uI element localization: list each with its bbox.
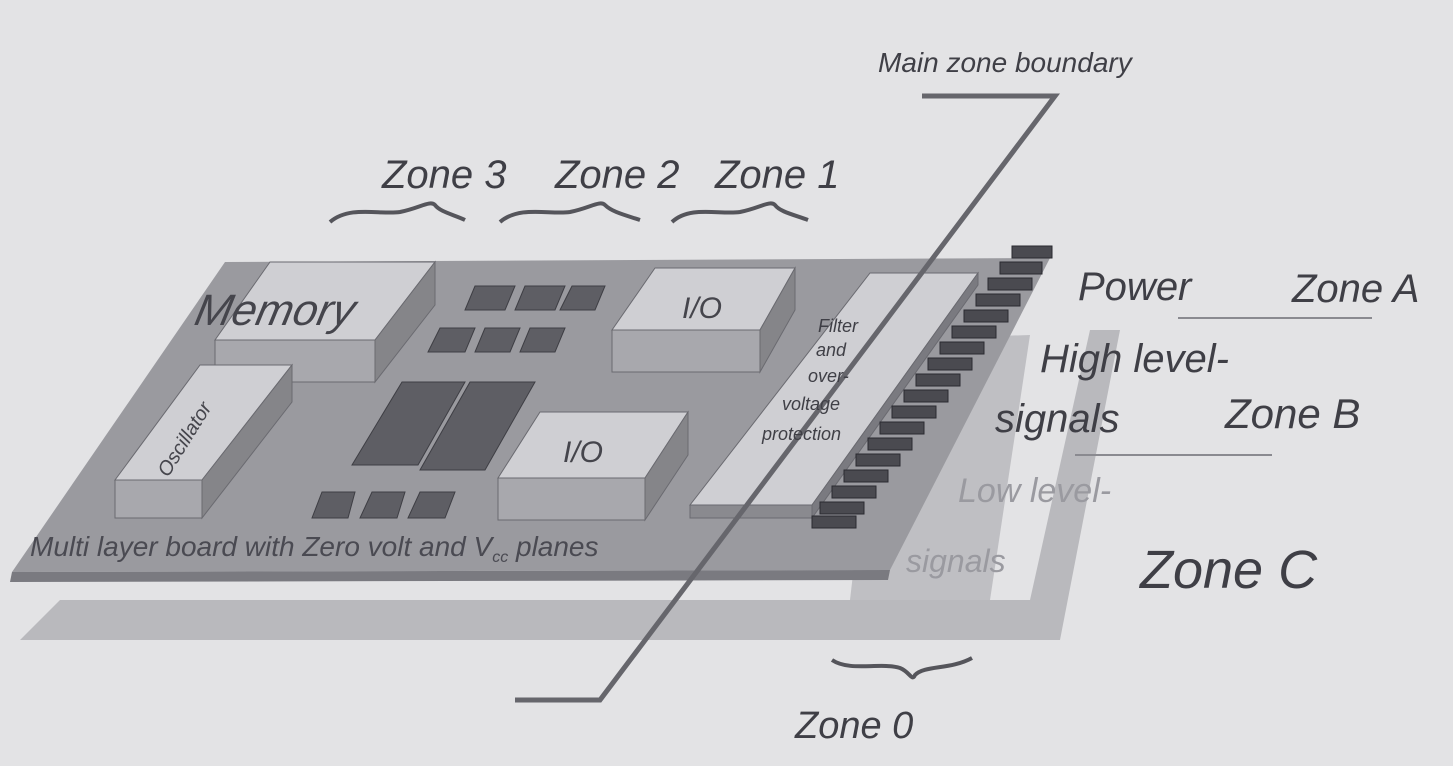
io-bottom-label: I/O xyxy=(563,436,603,469)
zone-3-brace xyxy=(328,201,466,224)
high-level-label-1: High level- xyxy=(1040,337,1229,381)
zone-2-label: Zone 2 xyxy=(554,153,680,197)
zone-3-label: Zone 3 xyxy=(381,153,507,197)
filter-line-1: Filter xyxy=(818,316,859,336)
memory-label: Memory xyxy=(191,286,363,334)
filter-label: Filter and over- voltage protection xyxy=(761,316,859,444)
board-caption: Multi layer board with Zero volt and Vcc… xyxy=(30,531,599,566)
board-caption-main: Multi layer board with Zero volt and V xyxy=(30,531,495,562)
small-chips-row-2 xyxy=(427,327,566,353)
connector-pins xyxy=(811,245,1053,529)
io-block-bottom xyxy=(497,410,689,522)
zone-a-label: Zone A xyxy=(1291,267,1419,311)
high-level-label-2: signals xyxy=(995,397,1120,441)
low-level-label-2: signals xyxy=(906,543,1006,579)
filter-line-4: voltage xyxy=(782,394,840,414)
filter-line-2: and xyxy=(816,340,847,360)
filter-line-3: over- xyxy=(808,366,849,386)
zone-0-brace xyxy=(830,656,973,680)
small-chips-row-1 xyxy=(464,285,606,311)
oscillator-chip xyxy=(114,363,294,520)
zone-0-label: Zone 0 xyxy=(794,705,913,747)
io-block-top xyxy=(611,266,796,374)
zone-c-label: Zone C xyxy=(1138,540,1318,600)
io-top-label: I/O xyxy=(682,292,722,325)
main-zone-boundary-line xyxy=(515,93,1061,703)
board-caption-end: planes xyxy=(508,531,598,562)
board-caption-subscript: cc xyxy=(492,549,508,566)
board-shadow-plane xyxy=(20,330,1120,640)
small-chips-bottom xyxy=(311,491,456,519)
filter-line-5: protection xyxy=(761,424,841,444)
zone-2-brace xyxy=(498,201,641,224)
zone-1-brace xyxy=(670,201,809,224)
main-zone-boundary-label: Main zone boundary xyxy=(878,47,1134,78)
zone-1-label: Zone 1 xyxy=(714,153,840,197)
power-label: Power xyxy=(1078,265,1193,309)
low-level-label-1: Low level- xyxy=(958,472,1111,510)
braces xyxy=(328,201,973,680)
board-edge xyxy=(10,570,890,582)
zone-b-label: Zone B xyxy=(1224,390,1360,437)
dark-chips-pair xyxy=(351,381,536,471)
